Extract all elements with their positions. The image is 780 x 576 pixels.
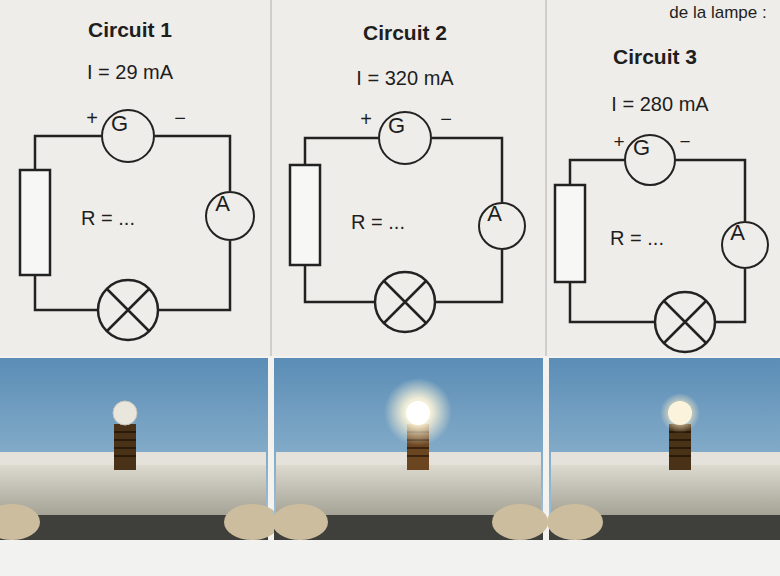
heading-fragment: de la lampe : xyxy=(669,4,766,23)
panel-text: Circuit 2 xyxy=(363,21,447,44)
terminal xyxy=(272,504,328,540)
terminal xyxy=(0,504,40,540)
terminal xyxy=(224,504,280,540)
lamp-glow xyxy=(384,378,452,446)
terminal xyxy=(492,504,548,540)
panel-text: I = 29 mA xyxy=(87,61,173,83)
resistor-symbol xyxy=(290,165,320,265)
generator-symbol: G xyxy=(378,111,432,165)
box-top xyxy=(551,452,780,465)
resistor-label: R = ... xyxy=(351,211,405,233)
ammeter-symbol: A xyxy=(478,202,526,250)
lamp-symbol xyxy=(98,280,158,340)
wire-connector xyxy=(432,138,502,202)
lamp-bulb xyxy=(668,401,692,425)
panel-separator xyxy=(545,0,547,356)
polarity-sign: + xyxy=(360,108,372,130)
panel-text: I = 280 mA xyxy=(611,93,708,115)
lamp-glow xyxy=(660,393,700,433)
panel-separator xyxy=(270,0,272,356)
panel-text: Circuit 3 xyxy=(613,45,697,68)
resistor-label: R = ... xyxy=(610,227,664,249)
symbol-letter: A xyxy=(487,202,502,226)
polarity-sign: + xyxy=(613,132,624,153)
circuit-panel: Circuit 1 I = 29 mA G A xyxy=(0,0,271,356)
lamp-bulb xyxy=(406,401,430,425)
resistor-label: R = ... xyxy=(81,207,135,229)
panel-text: Circuit 1 xyxy=(88,18,172,41)
symbol-letter: G xyxy=(111,112,128,136)
lamp-symbol xyxy=(375,272,435,332)
lamp-symbol xyxy=(655,292,715,352)
socket-thread xyxy=(114,432,136,456)
generator-symbol: G xyxy=(624,134,676,186)
lamp-cross xyxy=(107,289,149,331)
polarity-sign: − xyxy=(679,132,690,153)
panel-text: I = 320 mA xyxy=(356,67,453,89)
panel-ground xyxy=(0,0,780,356)
symbol-letter: G xyxy=(388,114,405,138)
polarity-sign: + xyxy=(86,107,98,129)
resistor-symbol xyxy=(555,185,585,282)
polarity-sign: − xyxy=(440,108,452,130)
resistor-symbol xyxy=(20,170,50,275)
polarity-sign: − xyxy=(174,107,186,129)
lamp-bulb xyxy=(113,401,137,425)
generator-symbol: G xyxy=(101,109,155,163)
ammeter-symbol: A xyxy=(721,221,769,269)
ammeter-symbol: A xyxy=(205,191,255,241)
lamp-cross xyxy=(384,281,426,323)
circuit-panel: Circuit 2 I = 320 mA G A xyxy=(271,0,546,356)
lamp-cross xyxy=(664,301,706,343)
terminal xyxy=(547,504,603,540)
lamp-socket xyxy=(114,424,136,470)
socket-thread xyxy=(669,432,691,456)
box-front xyxy=(0,465,266,515)
photo-background xyxy=(0,358,268,540)
wire-connector xyxy=(155,136,230,191)
symbol-letter: G xyxy=(633,136,650,160)
wire-connector xyxy=(676,160,745,221)
symbol-letter: A xyxy=(215,192,230,216)
symbol-letter: A xyxy=(730,221,745,245)
circuit-panel: Circuit 3 I = 280 mA G A xyxy=(546,0,780,356)
page-ground xyxy=(0,540,780,576)
